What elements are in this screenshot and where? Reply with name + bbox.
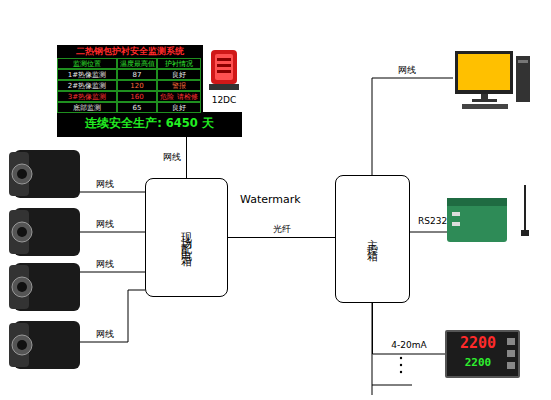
box-title: 主控箱 [367, 230, 378, 248]
connector [186, 137, 187, 178]
table-cell: 87 [117, 69, 157, 80]
voltage-label: 12DC [203, 96, 245, 105]
table-cell: 监测位置 [57, 58, 117, 69]
table-cell: 160 [117, 91, 157, 102]
continuation-dots [400, 357, 402, 373]
cell-text: 监测位置 [58, 61, 116, 68]
signal-bus [372, 385, 412, 386]
lamp-part [215, 54, 233, 80]
connector [373, 303, 446, 354]
cell-text: 底部监测 [58, 105, 116, 112]
lamp-part [217, 64, 231, 67]
meter-reading: 2200 [453, 336, 503, 351]
lamp-part [217, 58, 231, 61]
camera [9, 208, 80, 256]
cell-text: 温度最高值 [118, 61, 156, 68]
table-cell: 警报 [157, 80, 201, 91]
edge-label: 网线 [163, 153, 181, 162]
cell-text: 2#热像监测 [58, 83, 116, 90]
camera [9, 263, 80, 311]
meter-button [507, 350, 515, 357]
edge-label: 4-20mA [391, 341, 426, 350]
table-cell: 良好 [157, 69, 201, 80]
meter-button [507, 362, 515, 369]
wire-label: 网线 [96, 180, 114, 189]
cell-text: 120 [118, 83, 156, 90]
safety-counter: 连续安全生产: 6450 天 [57, 118, 242, 130]
wire-label: 网线 [96, 220, 114, 229]
cell-text: 3#热像监测 [58, 94, 116, 101]
connector [228, 237, 335, 238]
panel-meter: 2200 2200 [445, 330, 520, 378]
cell-text: 1#热像监测 [58, 72, 116, 79]
table-cell: 护衬情况 [157, 58, 201, 69]
table-cell: 1#热像监测 [57, 69, 117, 80]
router-device [447, 185, 529, 242]
network-wire [372, 78, 453, 175]
cell-text: 65 [118, 105, 156, 112]
signal-bus [372, 303, 373, 395]
camera [9, 321, 80, 369]
distribution-box: 现场配电箱 [145, 178, 228, 297]
cell-text: 护衬情况 [158, 61, 200, 68]
table-cell: 温度最高值 [117, 58, 157, 69]
alarm-lamp: 12DC [203, 44, 245, 112]
cell-text: 87 [118, 72, 156, 79]
table-cell: 良好 [157, 102, 201, 113]
lamp-part [217, 70, 231, 73]
watermark-text: Watermark [240, 194, 301, 205]
wire-label: 网线 [398, 66, 416, 75]
alarm-lamp-icon [203, 44, 245, 94]
cell-text: 良好 [158, 105, 200, 112]
wire-label: 网线 [96, 330, 114, 339]
edge-label: 光纤 [273, 225, 291, 234]
meter-button [507, 338, 515, 345]
table-cell: 危险 请检修 [157, 91, 201, 102]
table-cell: 65 [117, 102, 157, 113]
table-cell: 2#热像监测 [57, 80, 117, 91]
cell-text: 良好 [158, 72, 200, 79]
table-cell: 120 [117, 80, 157, 91]
network-wire [80, 192, 145, 342]
box-title: 现场配电箱 [181, 223, 192, 253]
control-box: 主控箱 [335, 175, 410, 303]
computer [455, 51, 530, 109]
wire-label: RS232 [418, 217, 447, 226]
cell-text: 160 [118, 94, 156, 101]
lamp-part [211, 50, 237, 84]
table-cell: 底部监测 [57, 102, 117, 113]
meter-reading: 2200 [453, 357, 503, 368]
cell-text: 危险 请检修 [158, 94, 200, 101]
camera [9, 150, 80, 198]
table-cell: 3#热像监测 [57, 91, 117, 102]
cell-text: 警报 [158, 83, 200, 90]
serial-wire [410, 232, 447, 233]
lamp-part [209, 84, 239, 90]
wire-label: 网线 [96, 260, 114, 269]
board-title: 二热钢包护衬安全监测系统 [57, 47, 202, 56]
